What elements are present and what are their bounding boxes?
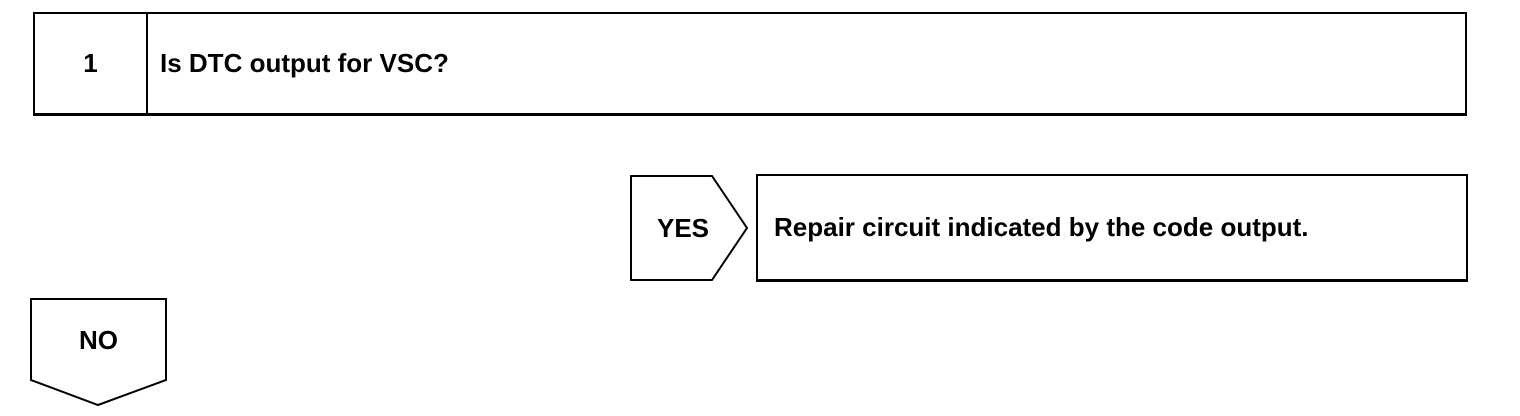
step-box: 1 Is DTC output for VSC? bbox=[33, 12, 1467, 116]
step-number: 1 bbox=[35, 14, 148, 113]
no-arrow-shape bbox=[30, 298, 167, 407]
no-label: NO bbox=[79, 324, 118, 355]
step-question: Is DTC output for VSC? bbox=[160, 48, 449, 78]
yes-arrow-shape bbox=[630, 175, 749, 281]
yes-label: YES bbox=[656, 212, 710, 243]
yes-result-box: Repair circuit indicated by the code out… bbox=[756, 174, 1468, 282]
yes-result-text: Repair circuit indicated by the code out… bbox=[774, 212, 1309, 242]
